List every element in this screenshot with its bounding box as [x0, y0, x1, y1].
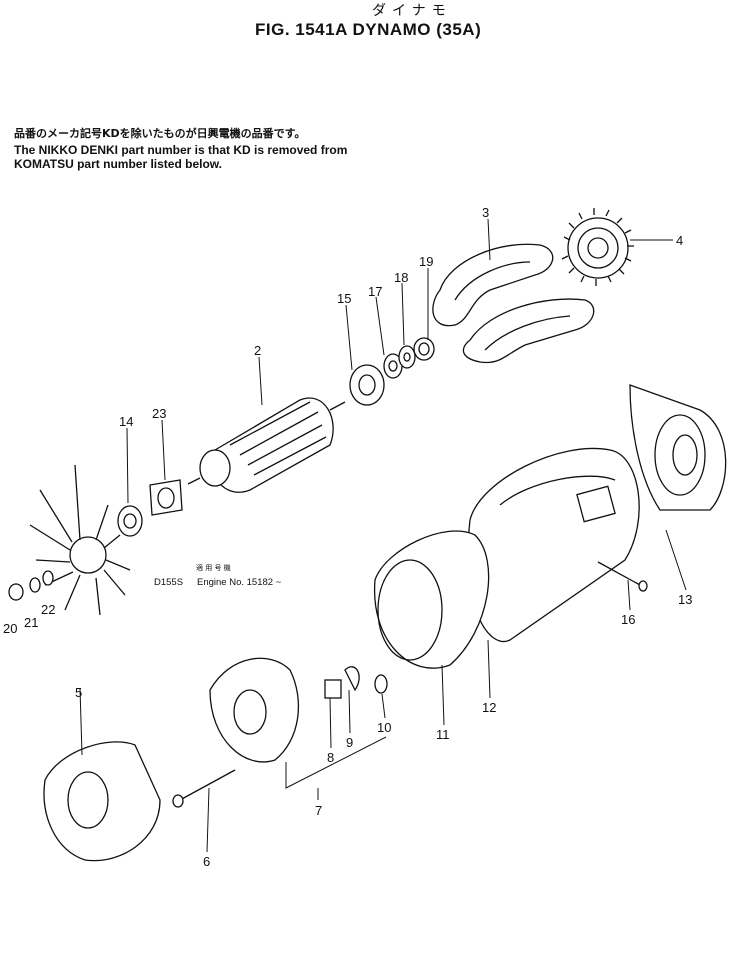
- washer-21: [29, 577, 41, 593]
- callout-15: 15: [337, 291, 351, 306]
- collar-19: [413, 337, 435, 361]
- callout-17: 17: [368, 284, 382, 299]
- callout-4: 4: [676, 233, 683, 248]
- field-coil-part: [432, 243, 595, 364]
- bolt-6: [172, 769, 236, 808]
- gear-part: [561, 208, 634, 286]
- plate-23: [149, 479, 183, 516]
- band-11: [373, 530, 490, 669]
- note-line-2: KOMATSU part number listed below.: [14, 157, 223, 171]
- brush-8: [324, 679, 342, 699]
- callout-22: 22: [41, 602, 55, 617]
- washer-22: [42, 570, 54, 586]
- callout-6: 6: [203, 854, 210, 869]
- note-japanese: 品番のメーカ記号KDを除いたものが日興電機の品番です。: [14, 127, 306, 140]
- applicability-label: 適 用 号 機: [196, 564, 231, 572]
- end-frame-7: [209, 657, 300, 763]
- nut-20: [8, 583, 24, 601]
- callout-10: 10: [377, 720, 391, 735]
- washer-17: [383, 353, 403, 379]
- bolt-16: [597, 561, 648, 592]
- cover-5: [43, 741, 161, 862]
- applicability-engine: Engine No. 15182 ~: [197, 577, 282, 588]
- end-cover-13: [629, 384, 727, 511]
- callout-21: 21: [24, 615, 38, 630]
- spring-10: [374, 674, 388, 694]
- callout-8: 8: [327, 750, 334, 765]
- bearing-14: [117, 505, 143, 537]
- leader-lines: [79, 218, 687, 853]
- brush-9: [344, 666, 360, 692]
- callout-23: 23: [152, 406, 166, 421]
- title-japanese: ダイナモ: [372, 3, 452, 19]
- callout-9: 9: [346, 735, 353, 750]
- note-line-1: The NIKKO DENKI part number is that KD i…: [14, 143, 348, 157]
- fan-part: [29, 464, 131, 616]
- callout-11: 11: [436, 727, 450, 742]
- callout-14: 14: [119, 414, 133, 429]
- callout-18: 18: [394, 270, 408, 285]
- callout-5: 5: [75, 685, 82, 700]
- callout-16: 16: [621, 612, 635, 627]
- callout-3: 3: [482, 205, 489, 220]
- bearing-15: [349, 364, 385, 406]
- callout-13: 13: [678, 592, 692, 607]
- yoke-12: [467, 447, 640, 643]
- callout-2: 2: [254, 343, 261, 358]
- washer-18: [398, 345, 416, 369]
- callout-19: 19: [419, 254, 433, 269]
- figure-title: FIG. 1541A DYNAMO (35A): [255, 20, 482, 39]
- callout-12: 12: [482, 700, 496, 715]
- armature-part: [187, 397, 346, 493]
- callout-7: 7: [315, 803, 322, 818]
- callout-20: 20: [3, 621, 17, 636]
- applicability-model: D155S: [154, 577, 184, 588]
